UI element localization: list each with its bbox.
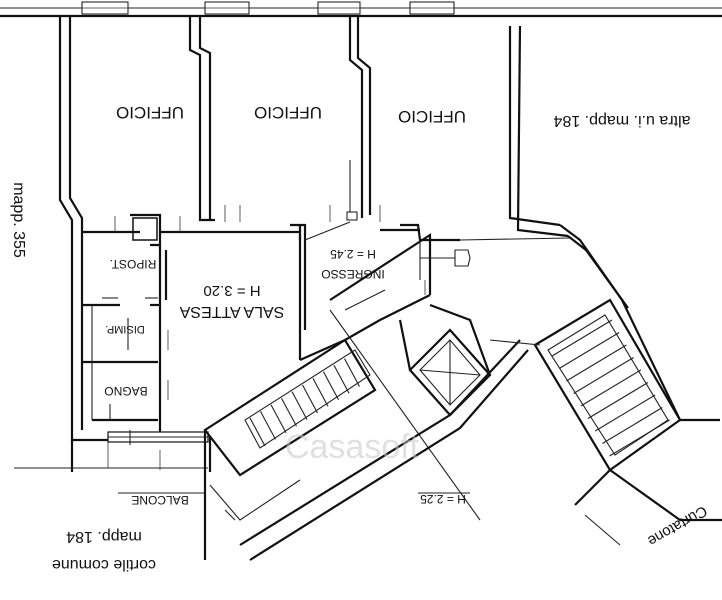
stair-tread [270, 404, 287, 434]
neighbor-label-bottom-left-1: cortile comune [52, 556, 156, 573]
room-label-balcone: BALCONE [131, 493, 188, 507]
street-label-curtatone: Curtatone [644, 502, 710, 550]
stair-tread [609, 419, 670, 457]
stair-tread [573, 357, 634, 394]
watermark: Casasoft [285, 428, 420, 466]
stair-tread [291, 391, 308, 420]
stair-tread [323, 371, 339, 401]
stair-tread [333, 364, 350, 394]
stair-tread [551, 319, 613, 357]
stair-height: H = 2.25 [420, 492, 466, 506]
room-label-sala-attesa: SALA ATTESA [179, 303, 284, 320]
entrance-fixture [419, 240, 471, 295]
stair-tread [344, 358, 360, 387]
stair-tread [260, 411, 276, 440]
stair-tread [580, 369, 642, 407]
ingresso-height: H = 2.45 [330, 247, 376, 261]
stair-tread [281, 397, 297, 427]
sala-attesa-height: H = 3.20 [203, 282, 260, 299]
stair-tread [594, 394, 656, 432]
room-label-bagno: BAGNO [104, 384, 147, 398]
stair-tread [602, 407, 663, 444]
interior-walls [82, 205, 629, 432]
room-label-ripost: RIPOST. [110, 257, 157, 271]
stair-tread [249, 417, 266, 447]
stair-tread [302, 384, 318, 414]
neighbor-label-left: mapp. 355 [10, 182, 27, 258]
top-facade [0, 1, 722, 18]
office-partitions [188, 16, 569, 238]
stair-treads-right [551, 319, 670, 457]
room-label-ufficio-3: UFFICIO [398, 107, 466, 126]
balcony [107, 430, 209, 470]
room-label-ufficio-2: UFFICIO [254, 103, 322, 122]
stair-treads [249, 358, 360, 447]
neighbor-label-top-right: altra u.i. mapp. 184 [553, 112, 690, 129]
room-label-disimp: DISIMP. [105, 323, 145, 335]
neighbor-label-bottom-left-2: mapp. 184 [66, 528, 142, 545]
room-label-ufficio-1: UFFICIO [116, 103, 184, 122]
stair-tread [587, 382, 649, 419]
outer-walls [14, 16, 212, 472]
elevator-shaft [398, 303, 492, 417]
stair-tread [312, 378, 329, 407]
stair-tread [558, 332, 620, 369]
room-label-ingresso: INGRESSO [321, 267, 384, 281]
right-staircase [489, 298, 722, 546]
stair-tread [566, 344, 627, 382]
